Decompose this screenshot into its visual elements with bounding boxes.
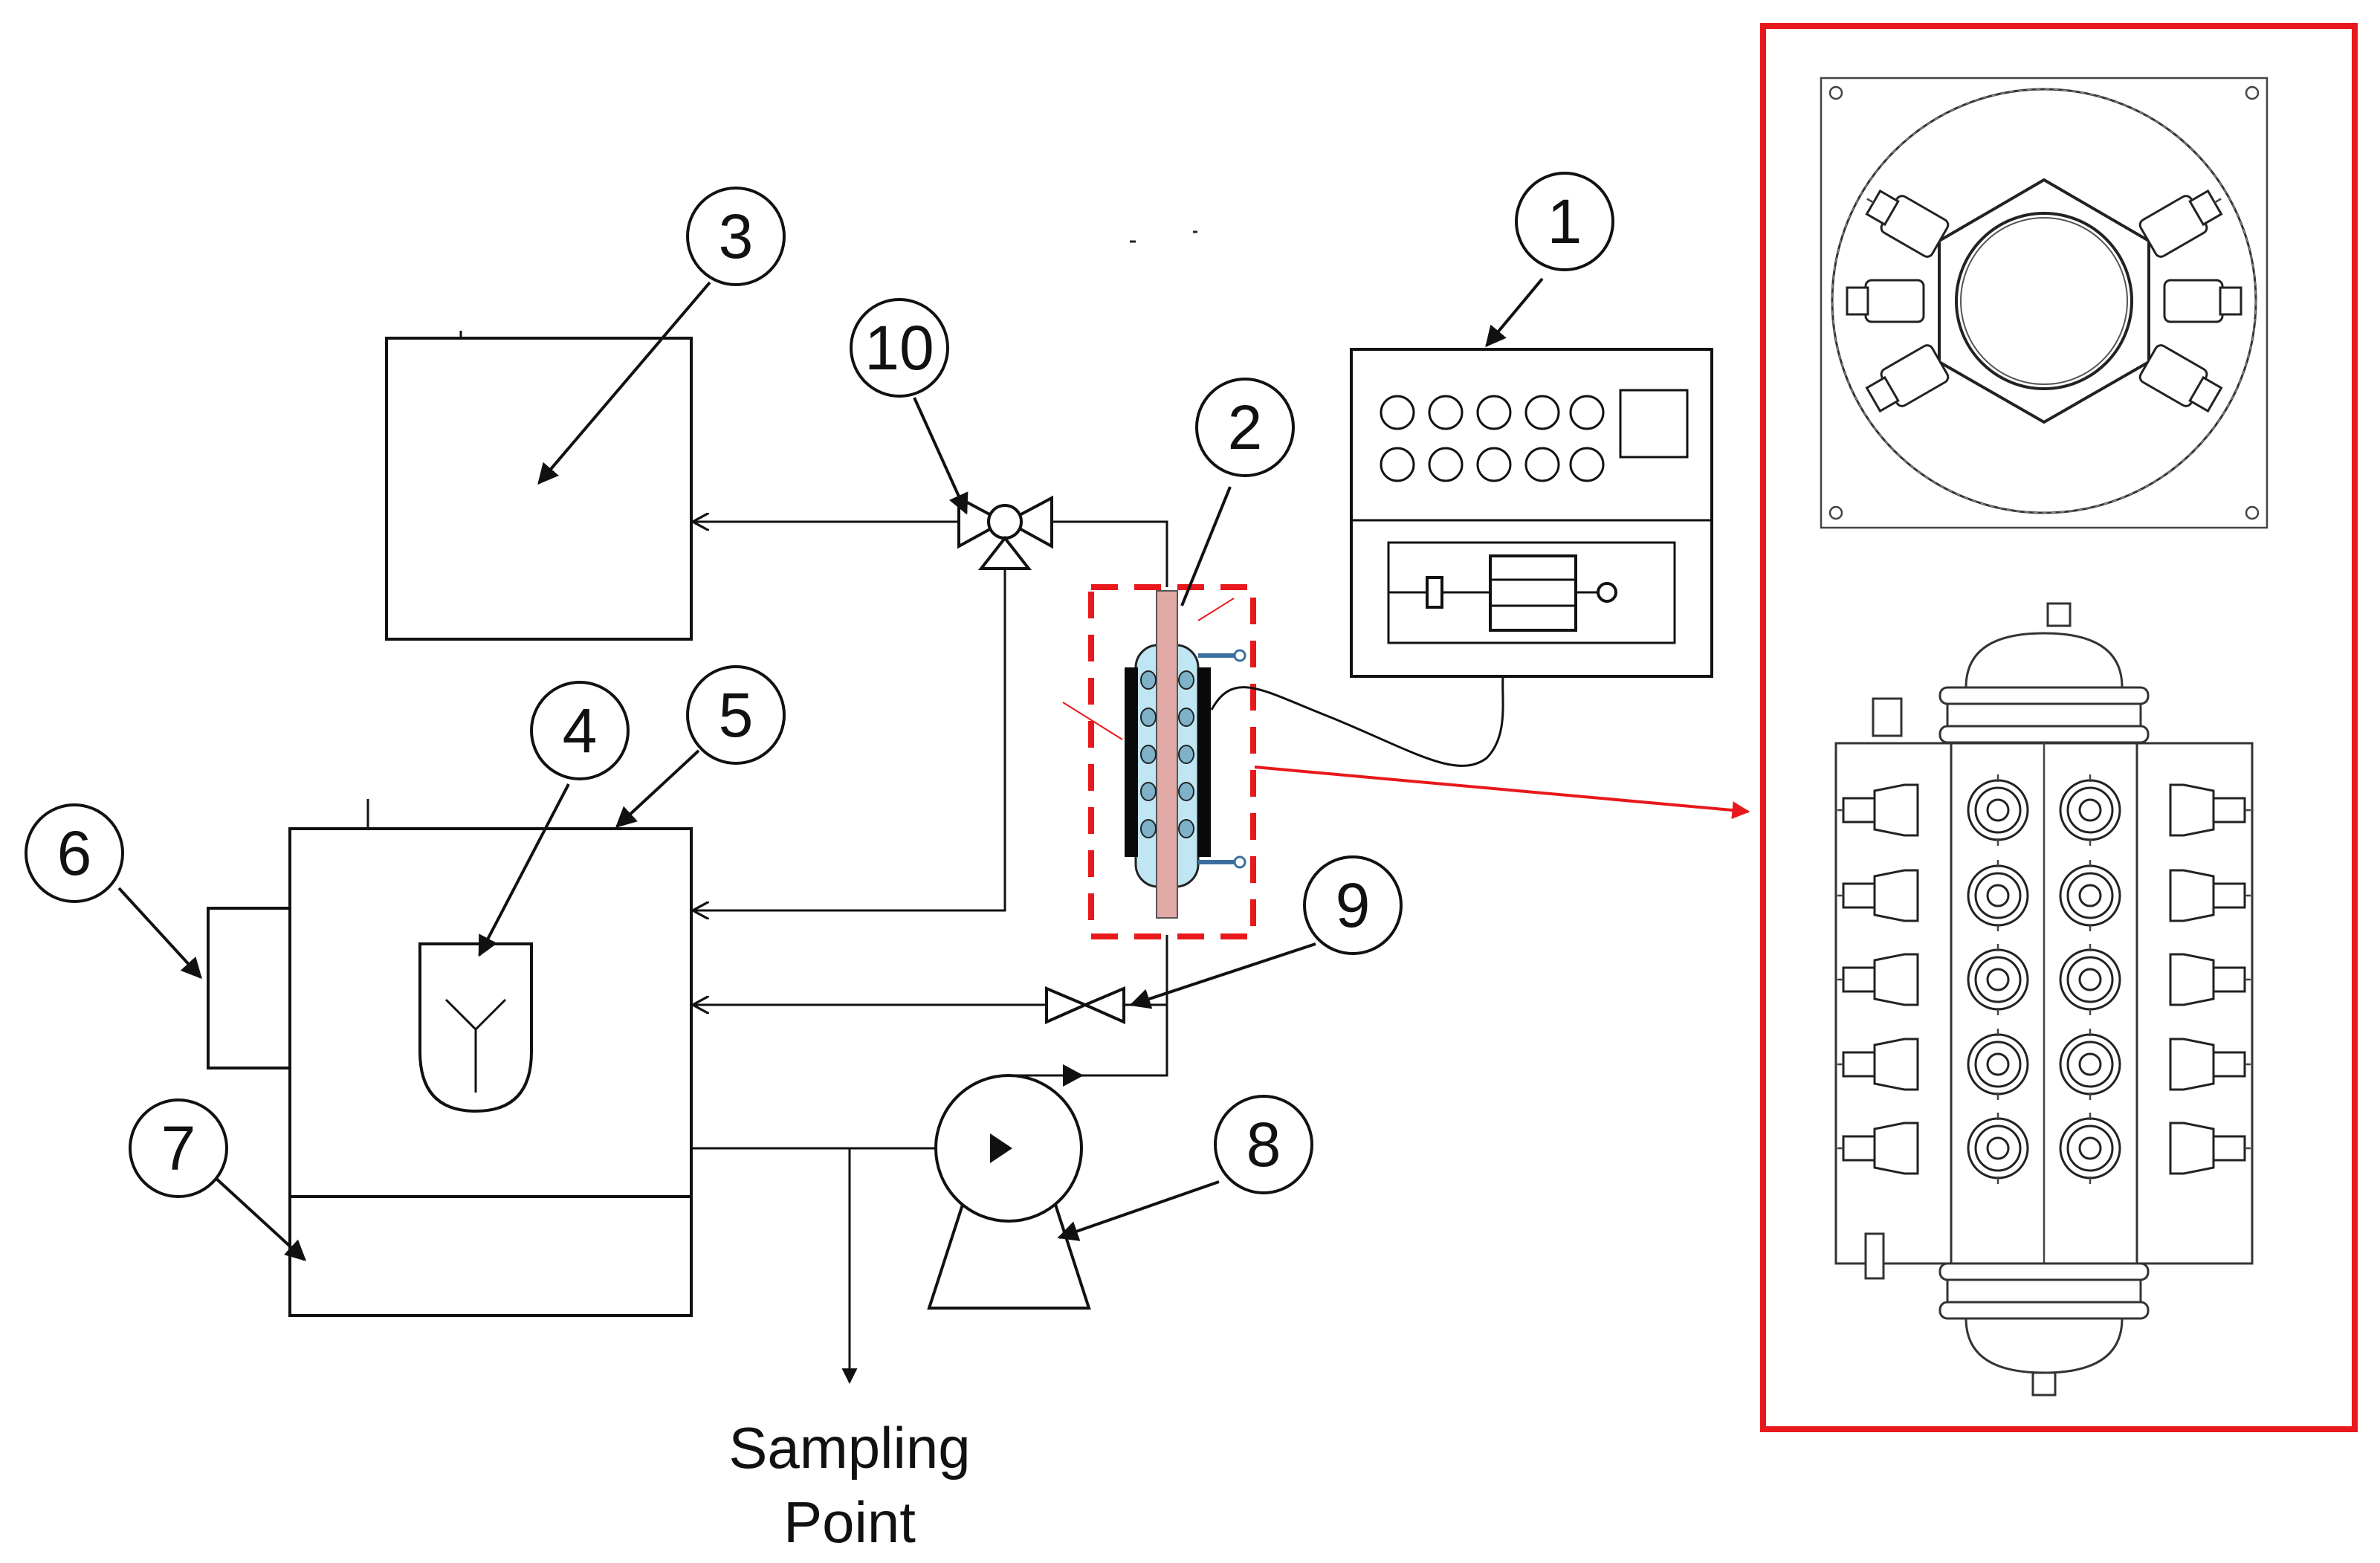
callout-3: 3 <box>686 187 786 286</box>
top-port-north-east <box>2138 189 2223 258</box>
callout-7-label: 7 <box>161 1113 196 1183</box>
callout-7: 7 <box>129 1098 228 1198</box>
valve-9 <box>1045 986 1125 1025</box>
reactor-2 <box>1062 590 1246 919</box>
sampling-point-label-line1: Sampling <box>728 1415 970 1481</box>
power-supply-1 <box>1350 348 1713 678</box>
front-side-port <box>1837 1122 1919 1175</box>
callout-4: 4 <box>530 681 630 780</box>
top-port-south-west <box>1865 344 1950 413</box>
front-side-port <box>2169 783 2251 837</box>
callout-10: 10 <box>850 298 949 398</box>
reactor-left-ports <box>1140 670 1157 838</box>
front-side-port <box>1837 869 1919 922</box>
front-side-port <box>2169 953 2251 1006</box>
power-supply-display <box>1619 389 1689 459</box>
three-way-valve-10 <box>957 495 1053 570</box>
pipe-reactor-to-valve <box>1052 520 1168 587</box>
pipe-pump-to-reactor <box>1009 935 1168 1077</box>
callout-1: 1 <box>1515 172 1614 271</box>
reactor-right-ports <box>1178 670 1194 838</box>
callout-6: 6 <box>25 803 124 903</box>
callout-7-leader <box>214 1177 307 1261</box>
reactor-top-view <box>1820 77 2269 529</box>
front-face-electrode <box>1967 1029 2029 1100</box>
front-side-port <box>2169 869 2251 922</box>
callout-6-label: 6 <box>57 818 92 888</box>
callout-8-leader <box>1057 1180 1220 1241</box>
top-port-west <box>1846 279 1925 323</box>
pipe-valve-to-tank-5 <box>693 569 1006 910</box>
front-side-port <box>1837 1038 1919 1091</box>
top-port-north-west <box>1865 189 1950 258</box>
callout-9: 9 <box>1303 855 1403 955</box>
front-face-electrode <box>2059 774 2121 846</box>
front-face-electrode <box>1967 860 2029 931</box>
sampling-point-label-line2: Point <box>783 1489 916 1555</box>
front-side-port <box>1837 953 1919 1006</box>
callout-10-leader <box>913 397 969 515</box>
callout-2-label: 2 <box>1228 392 1263 462</box>
callout-5: 5 <box>686 665 786 765</box>
callout-8: 8 <box>1214 1095 1313 1194</box>
callout-1-label: 1 <box>1548 187 1582 256</box>
top-port-east <box>2163 279 2242 323</box>
top-port-south-east <box>2138 344 2223 413</box>
flow-arrow-pump <box>1063 1064 1084 1087</box>
front-side-port <box>2169 1122 2251 1175</box>
callout-9-label: 9 <box>1336 870 1371 940</box>
front-side-port <box>1837 783 1919 837</box>
callout-5-label: 5 <box>719 680 754 750</box>
detail-pointer-arrow <box>1254 766 1750 820</box>
callout-4-leader <box>478 783 570 957</box>
power-supply-knobs <box>1380 395 1605 482</box>
reactor-front-ports <box>1837 774 2251 1184</box>
pump-8 <box>927 1074 1091 1310</box>
callout-1-leader <box>1485 277 1544 348</box>
callout-3-leader <box>537 281 711 485</box>
front-face-electrode <box>2059 860 2121 931</box>
agitator-4 <box>418 942 533 1113</box>
side-unit-6 <box>207 907 291 1069</box>
front-side-port <box>2169 1038 2251 1091</box>
front-face-electrode <box>1967 774 2029 846</box>
front-face-electrode <box>1967 1113 2029 1184</box>
callout-5-leader <box>615 749 700 828</box>
reaction-tank-5 <box>288 799 693 1317</box>
callout-2-leader <box>1180 486 1232 606</box>
callout-6-leader <box>117 887 202 980</box>
callout-2: 2 <box>1195 378 1295 477</box>
storage-tank-3 <box>385 331 693 641</box>
front-face-electrode <box>2059 1029 2121 1100</box>
callout-10-label: 10 <box>864 313 934 383</box>
power-cable <box>1210 676 1504 767</box>
callout-9-leader <box>1129 942 1316 1009</box>
callout-3-label: 3 <box>719 201 754 271</box>
callout-8-label: 8 <box>1246 1110 1281 1179</box>
front-face-electrode <box>1967 944 2029 1015</box>
callout-4-label: 4 <box>563 696 598 766</box>
front-face-electrode <box>2059 944 2121 1015</box>
front-face-electrode <box>2059 1113 2121 1184</box>
